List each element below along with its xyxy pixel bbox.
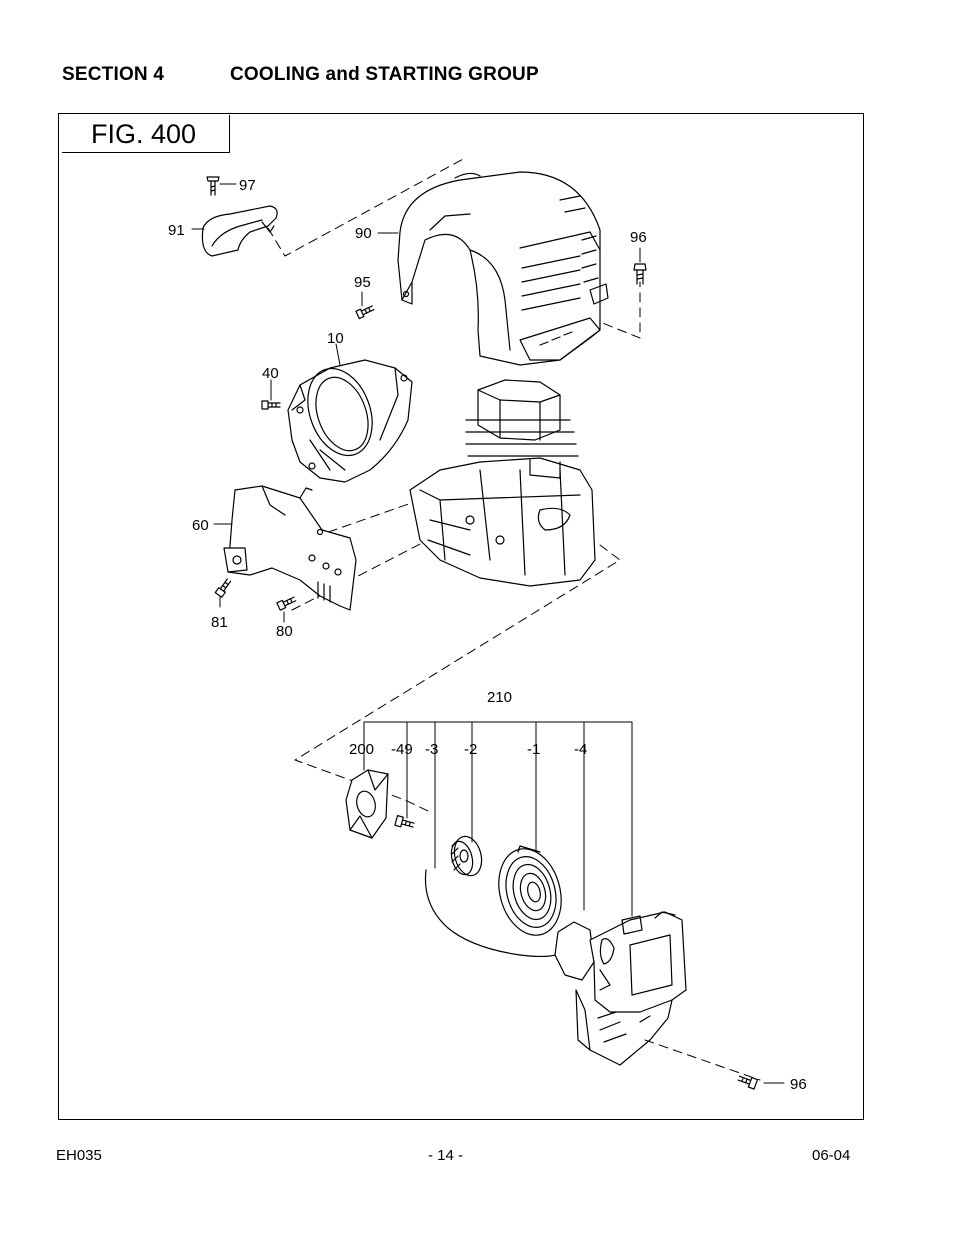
screw-49 — [394, 815, 415, 828]
engine-assembly — [409, 379, 596, 587]
callout-minus-3: -3 — [425, 741, 438, 758]
fan-housing-10 — [287, 359, 413, 483]
callout-80: 80 — [276, 623, 293, 640]
top-shroud-90 — [397, 171, 609, 366]
callout-minus-2: -2 — [464, 741, 477, 758]
baffle-plate-60 — [223, 485, 357, 611]
callout-10: 10 — [327, 330, 344, 347]
section-heading: SECTION 4 COOLING and STARTING GROUP — [62, 64, 539, 86]
callout-90: 90 — [355, 225, 372, 242]
screw-97 — [206, 176, 220, 196]
cover-plate-91 — [201, 205, 278, 257]
callout-60: 60 — [192, 517, 209, 534]
callout-210: 210 — [487, 689, 512, 706]
screw-80 — [276, 596, 297, 611]
figure-label: FIG. 400 — [62, 115, 230, 153]
screw-81 — [214, 578, 232, 598]
callout-minus-49: -49 — [391, 741, 413, 758]
rope-reel-2 — [450, 835, 483, 877]
recoil-handle-200 — [345, 769, 389, 839]
callout-40: 40 — [262, 365, 279, 382]
section-title: COOLING and STARTING GROUP — [230, 64, 539, 85]
starter-case-4 — [554, 911, 687, 1066]
callout-81: 81 — [211, 614, 228, 631]
recoil-spring-1 — [498, 845, 562, 936]
callout-numbers: 97 91 90 96 95 10 40 60 81 80 210 200 -4… — [168, 177, 807, 1093]
callout-97: 97 — [239, 177, 256, 194]
callout-95: 95 — [354, 274, 371, 291]
footer-model: EH035 — [56, 1147, 102, 1164]
section-number: SECTION 4 — [62, 64, 165, 85]
callout-minus-1: -1 — [527, 741, 540, 758]
footer-date: 06-04 — [812, 1147, 851, 1164]
callout-96-top: 96 — [630, 229, 647, 246]
screw-96-top — [633, 263, 647, 285]
callout-200: 200 — [349, 741, 374, 758]
footer-page-number: - 14 - — [428, 1147, 464, 1164]
callout-leader-lines — [191, 183, 785, 1084]
callout-91: 91 — [168, 222, 185, 239]
callout-96-bottom: 96 — [790, 1076, 807, 1093]
starter-rope — [424, 869, 569, 958]
screw-95 — [355, 305, 375, 320]
callout-minus-4: -4 — [574, 741, 587, 758]
screw-96-bottom — [737, 1075, 759, 1090]
bolt-40 — [261, 400, 281, 410]
figure-frame — [58, 113, 864, 1120]
